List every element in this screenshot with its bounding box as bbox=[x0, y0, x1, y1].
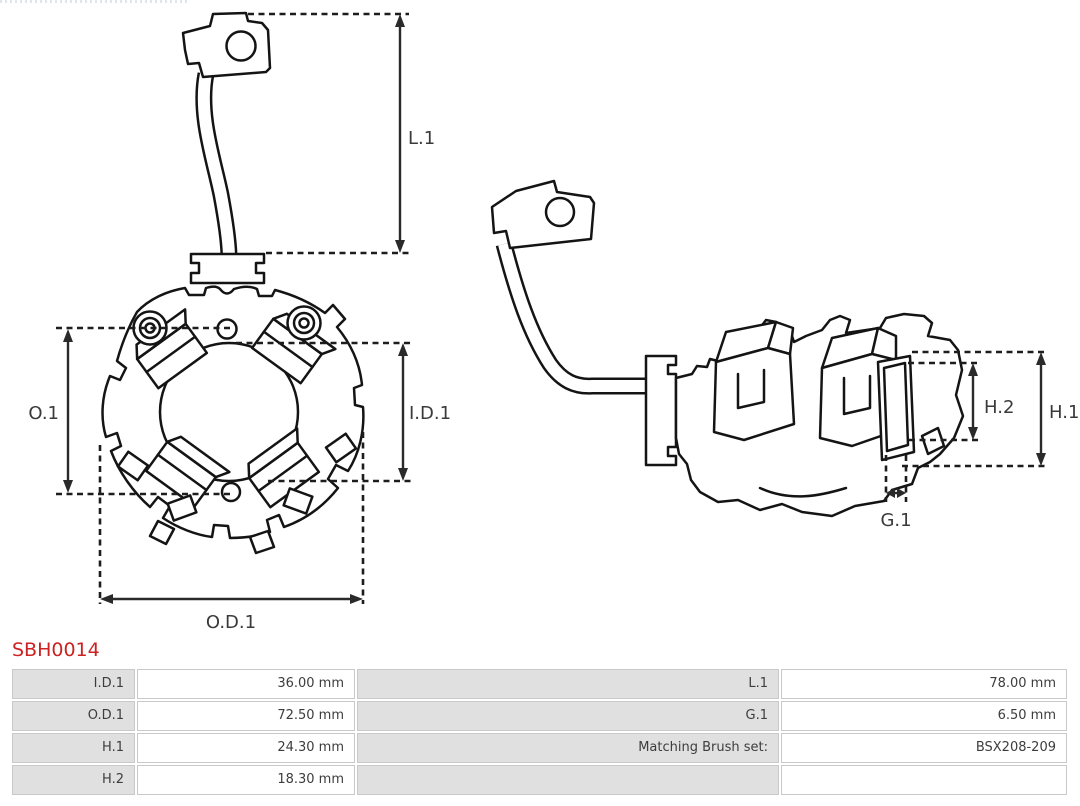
spec-value bbox=[781, 765, 1067, 795]
spec-value: BSX208-209 bbox=[781, 733, 1067, 763]
dimension-l1: L.1 bbox=[248, 12, 435, 255]
spec-value: 24.30 mm bbox=[137, 733, 355, 763]
dim-label-l1: L.1 bbox=[408, 128, 435, 149]
dim-label-od1: O.D.1 bbox=[206, 612, 256, 633]
brush-box bbox=[247, 427, 321, 509]
spring-clip bbox=[324, 432, 358, 464]
spec-label: I.D.1 bbox=[12, 669, 135, 699]
lead-wire bbox=[195, 72, 238, 259]
part-number: SBH0014 bbox=[12, 639, 100, 661]
dim-label-id1: I.D.1 bbox=[409, 403, 451, 424]
spec-value: 78.00 mm bbox=[781, 669, 1067, 699]
spec-value: 18.30 mm bbox=[137, 765, 355, 795]
dim-label-g1: G.1 bbox=[880, 510, 911, 530]
spring-clip bbox=[166, 494, 198, 522]
plate-tab bbox=[148, 519, 176, 546]
spec-label: H.1 bbox=[12, 733, 135, 763]
brush-window bbox=[876, 354, 916, 462]
terminal-lug bbox=[181, 11, 272, 79]
dim-label-h2: H.2 bbox=[984, 397, 1014, 418]
spec-label bbox=[357, 765, 779, 795]
spring-clip bbox=[282, 487, 314, 515]
side-view-diagram: H.1 H.2 G.1 bbox=[490, 179, 1079, 530]
dimension-h2: H.2 bbox=[908, 361, 1014, 442]
mounting-bracket bbox=[644, 354, 678, 467]
pilot-hole-bottom bbox=[220, 481, 242, 503]
inner-bore bbox=[158, 341, 300, 483]
top-edge-artifact bbox=[0, 0, 190, 3]
plate-tab bbox=[248, 529, 276, 555]
spec-label: O.D.1 bbox=[12, 701, 135, 731]
eyelet bbox=[286, 305, 322, 341]
dim-label-h1: H.1 bbox=[1049, 402, 1079, 423]
spec-label: Matching Brush set: bbox=[357, 733, 779, 763]
dimension-g1: G.1 bbox=[880, 455, 912, 530]
holder-body bbox=[674, 312, 965, 518]
dimension-o1: O.1 bbox=[28, 326, 233, 496]
spec-table: I.D.1 36.00 mm L.1 78.00 mm O.D.1 72.50 … bbox=[12, 669, 1067, 795]
dimension-od1: O.D.1 bbox=[98, 432, 365, 633]
front-view-diagram: L.1 O.1 I.D.1 O.D.1 bbox=[28, 11, 451, 633]
spec-value: 6.50 mm bbox=[781, 701, 1067, 731]
dimension-id1: I.D.1 bbox=[236, 341, 451, 483]
brush-box bbox=[144, 435, 231, 508]
spec-value: 36.00 mm bbox=[137, 669, 355, 699]
brush-box-side bbox=[712, 320, 796, 442]
wire-grommet bbox=[189, 252, 266, 285]
terminal-lug bbox=[490, 179, 596, 250]
lead-wire bbox=[495, 241, 646, 395]
spec-label: H.2 bbox=[12, 765, 135, 795]
spring-clip bbox=[116, 450, 150, 482]
dim-label-o1: O.1 bbox=[28, 403, 59, 424]
spec-value: 72.50 mm bbox=[137, 701, 355, 731]
dimension-h1: H.1 bbox=[902, 350, 1079, 468]
spec-label: G.1 bbox=[357, 701, 779, 731]
spec-label: L.1 bbox=[357, 669, 779, 699]
holder-detail bbox=[758, 486, 848, 498]
brush-holder-plate bbox=[101, 285, 365, 555]
